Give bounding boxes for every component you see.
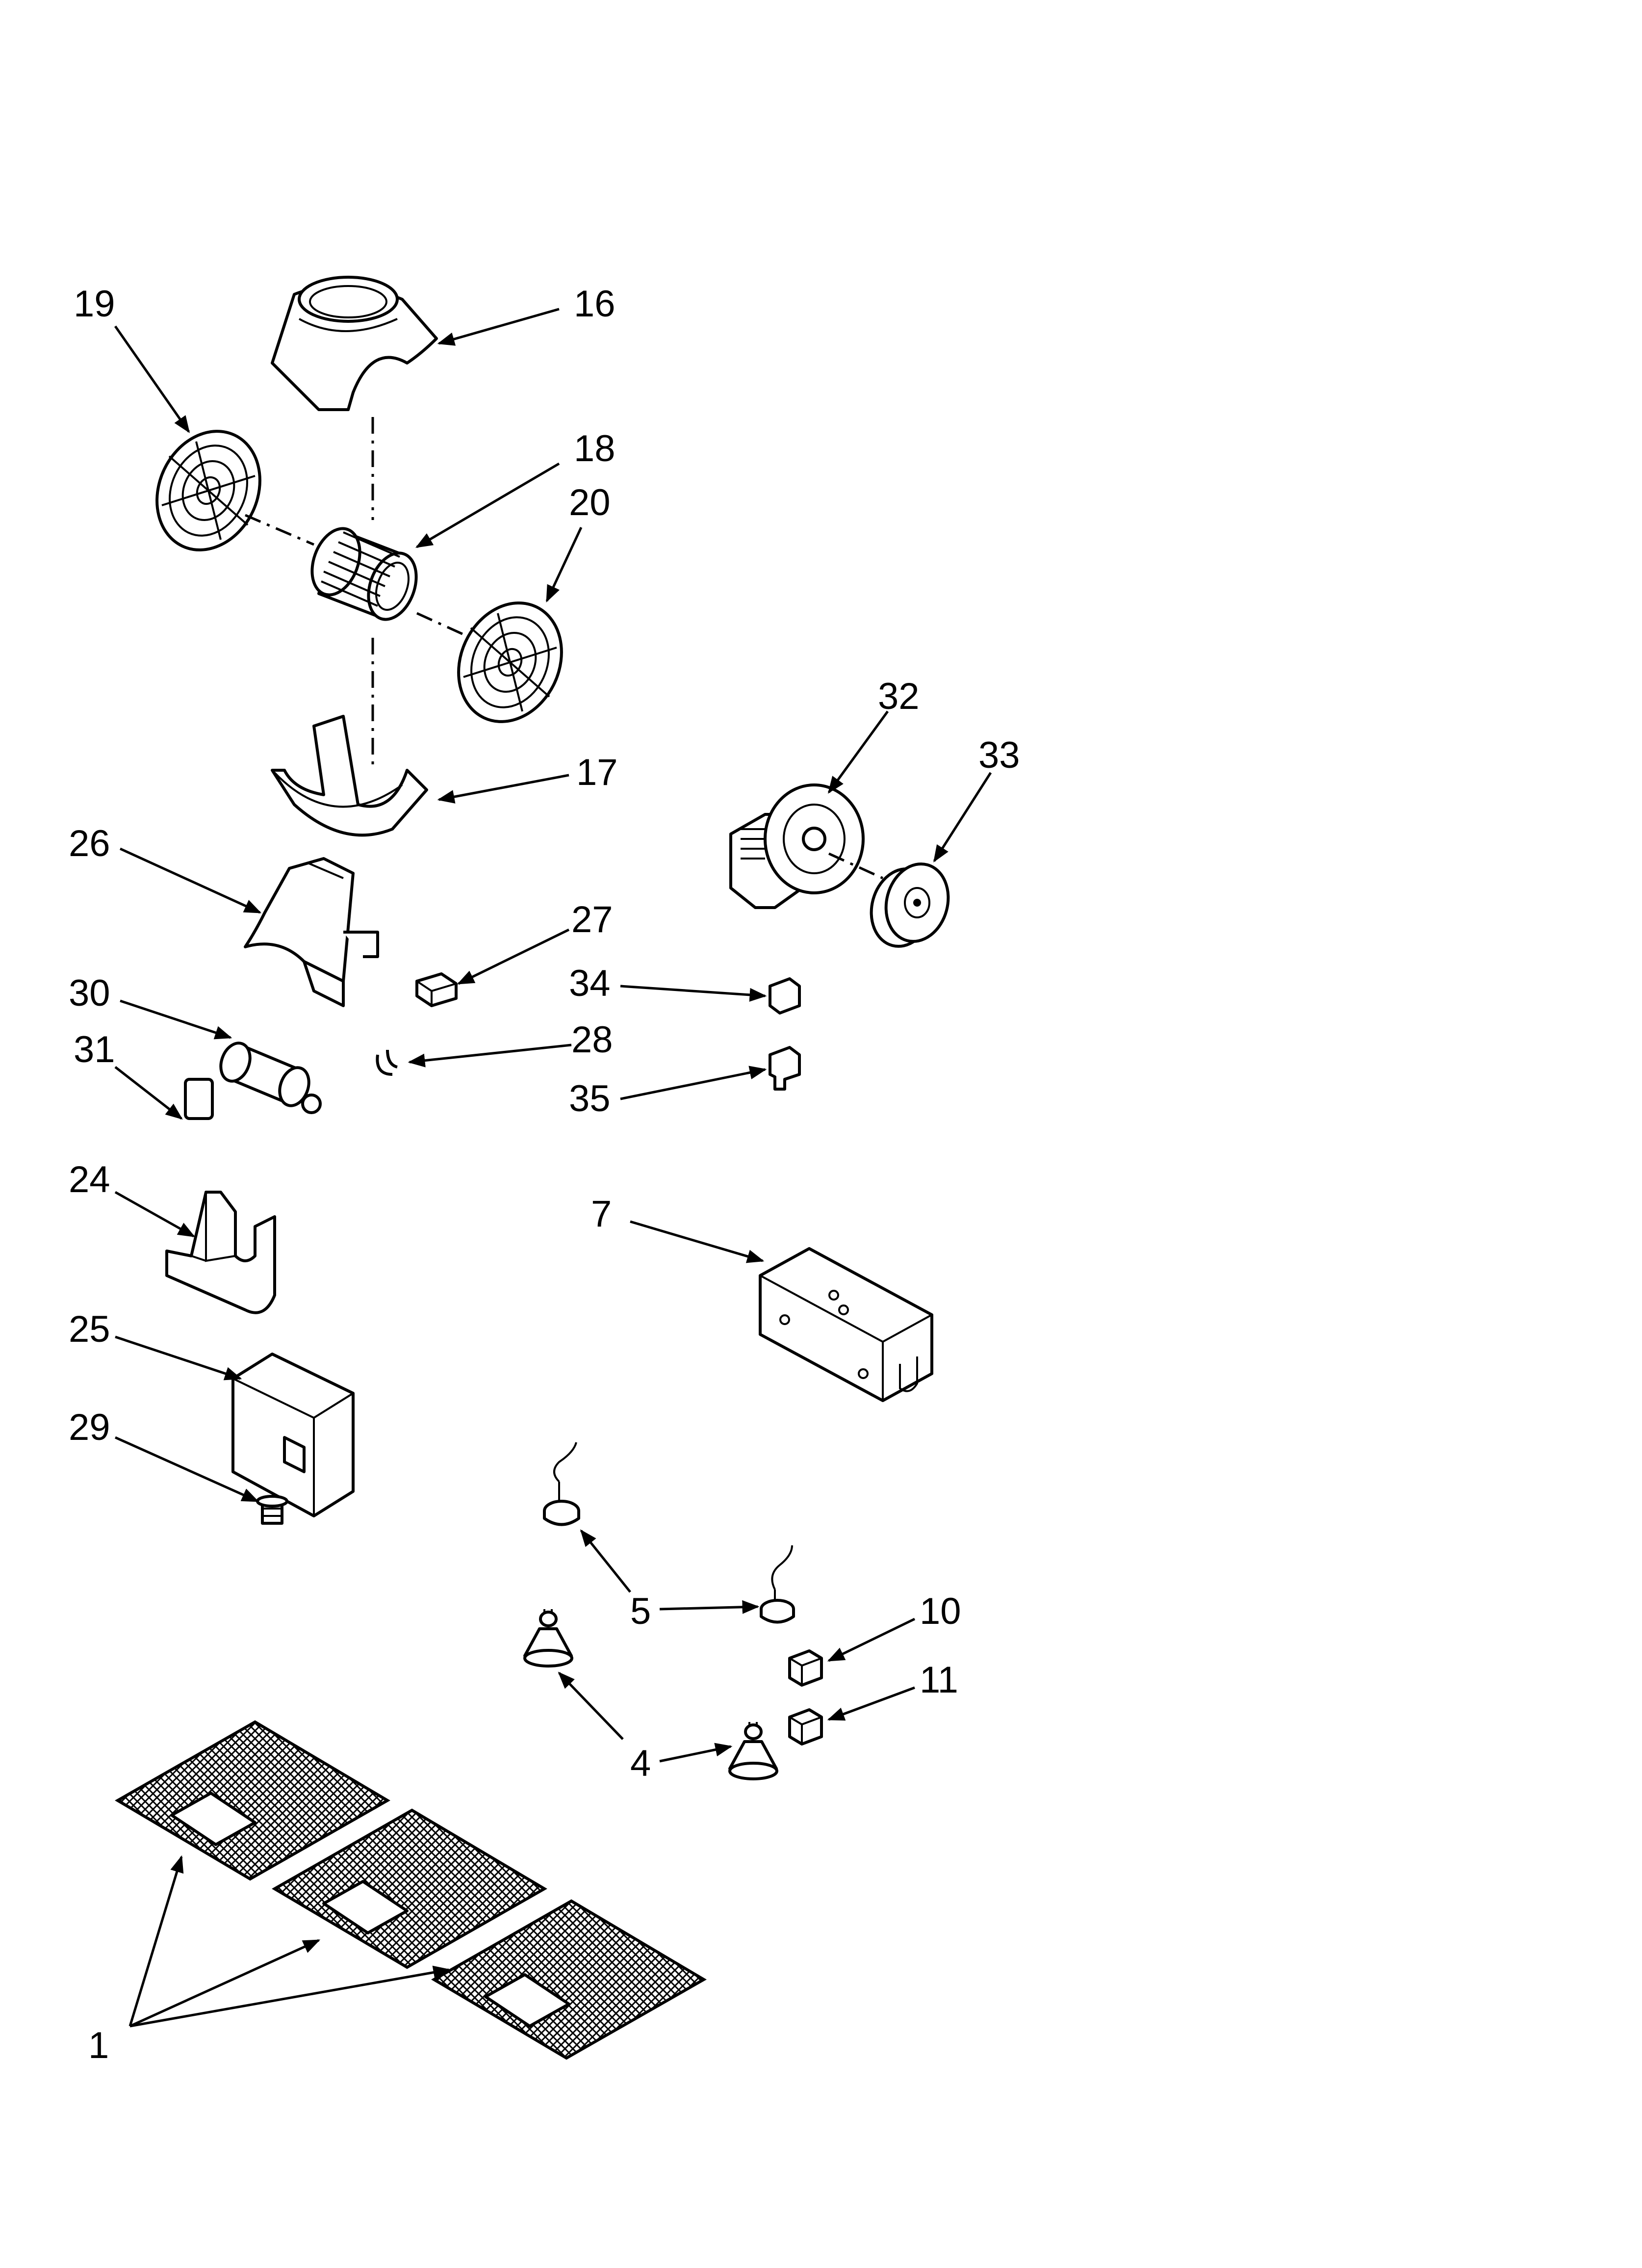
part-10-switch: [788, 1649, 823, 1687]
part-1-filter-left: [115, 1720, 390, 1881]
part-17-housing-bottom: [271, 715, 428, 837]
part-24-bracket: [165, 1191, 276, 1314]
callout-7: 7: [591, 1193, 612, 1235]
part-19-wheel-plate-left: [155, 430, 261, 551]
leader-11: [827, 1686, 915, 1721]
part-20-wheel-plate-right: [457, 601, 563, 723]
callout-20: 20: [569, 482, 611, 523]
part-18-blower-wheel: [310, 527, 418, 621]
part-4-lamp-upper: [523, 1609, 573, 1668]
leader-24: [114, 1191, 196, 1238]
part-16-housing-top: [271, 276, 438, 411]
callout-34: 34: [569, 963, 611, 1004]
callout-28: 28: [571, 1019, 613, 1061]
leader-25: [115, 1335, 242, 1381]
callout-24: 24: [69, 1159, 110, 1200]
callout-5: 5: [630, 1590, 651, 1632]
callout-27: 27: [571, 899, 613, 940]
part-28-clip: [376, 1049, 398, 1076]
leader-35: [620, 1066, 767, 1100]
part-26-bracket: [244, 857, 379, 1007]
leader-1c: [129, 1965, 451, 2028]
leader-1a: [128, 1855, 184, 2027]
leader-7: [630, 1220, 765, 1263]
leader-lines: [114, 308, 992, 2028]
callout-4: 4: [630, 1743, 651, 1784]
leader-33: [933, 772, 992, 862]
leader-20: [545, 526, 583, 603]
leader-26: [119, 847, 262, 914]
callout-labels: 19 16 18 20 32 33 17 26 27 34 30 28 31 3…: [69, 283, 1020, 2066]
leader-10: [827, 1617, 916, 1662]
part-1-filter-middle: [272, 1808, 547, 1969]
leader-32: [827, 710, 889, 794]
callout-16: 16: [574, 283, 616, 325]
leader-4a: [558, 1671, 624, 1740]
part-11-switch: [788, 1708, 823, 1746]
leader-1b: [129, 1939, 321, 2028]
part-29-screw: [256, 1495, 288, 1525]
leader-28: [408, 1043, 572, 1068]
part-4-lamp-lower: [728, 1722, 778, 1780]
part-30-capacitor: [219, 1042, 322, 1114]
part-1-filter-right: [431, 1899, 707, 2060]
leader-19: [114, 325, 190, 433]
leader-30: [120, 999, 232, 1040]
callout-18: 18: [574, 428, 616, 469]
part-5-lamp-socket-lower: [760, 1545, 795, 1624]
callout-25: 25: [69, 1308, 110, 1350]
callout-26: 26: [69, 823, 110, 864]
callout-33: 33: [978, 734, 1020, 776]
motor-axis: [828, 852, 884, 880]
part-34-switch-cap: [769, 977, 801, 1015]
callout-29: 29: [69, 1407, 110, 1448]
leader-5a: [580, 1529, 631, 1593]
leader-27: [457, 928, 570, 985]
callout-10: 10: [920, 1590, 961, 1632]
leader-34: [620, 985, 767, 1002]
leader-18: [415, 462, 560, 548]
leader-5b: [659, 1600, 760, 1614]
callout-19: 19: [74, 283, 115, 325]
leader-29: [114, 1436, 259, 1503]
callout-32: 32: [878, 676, 920, 717]
part-35-switch: [769, 1046, 801, 1091]
callout-11: 11: [920, 1659, 958, 1701]
assembly-axis-right: [416, 612, 472, 639]
callout-1: 1: [88, 2025, 109, 2066]
callout-17: 17: [576, 752, 618, 793]
leader-4b: [659, 1743, 733, 1763]
part-25-cover: [231, 1353, 355, 1517]
part-7-control-box: [759, 1247, 933, 1402]
callout-30: 30: [69, 972, 110, 1014]
part-5-lamp-socket-upper: [543, 1442, 580, 1526]
leader-17: [437, 774, 569, 804]
part-32-motor: [729, 783, 865, 909]
part-27-connector: [415, 972, 458, 1007]
part-31-button: [184, 1078, 214, 1120]
callout-35: 35: [569, 1078, 611, 1120]
part-33-motor-wheel: [870, 862, 950, 948]
callout-31: 31: [74, 1029, 115, 1070]
assembly-axis-left: [245, 514, 314, 546]
leader-16: [437, 308, 560, 346]
leader-31: [114, 1066, 183, 1120]
